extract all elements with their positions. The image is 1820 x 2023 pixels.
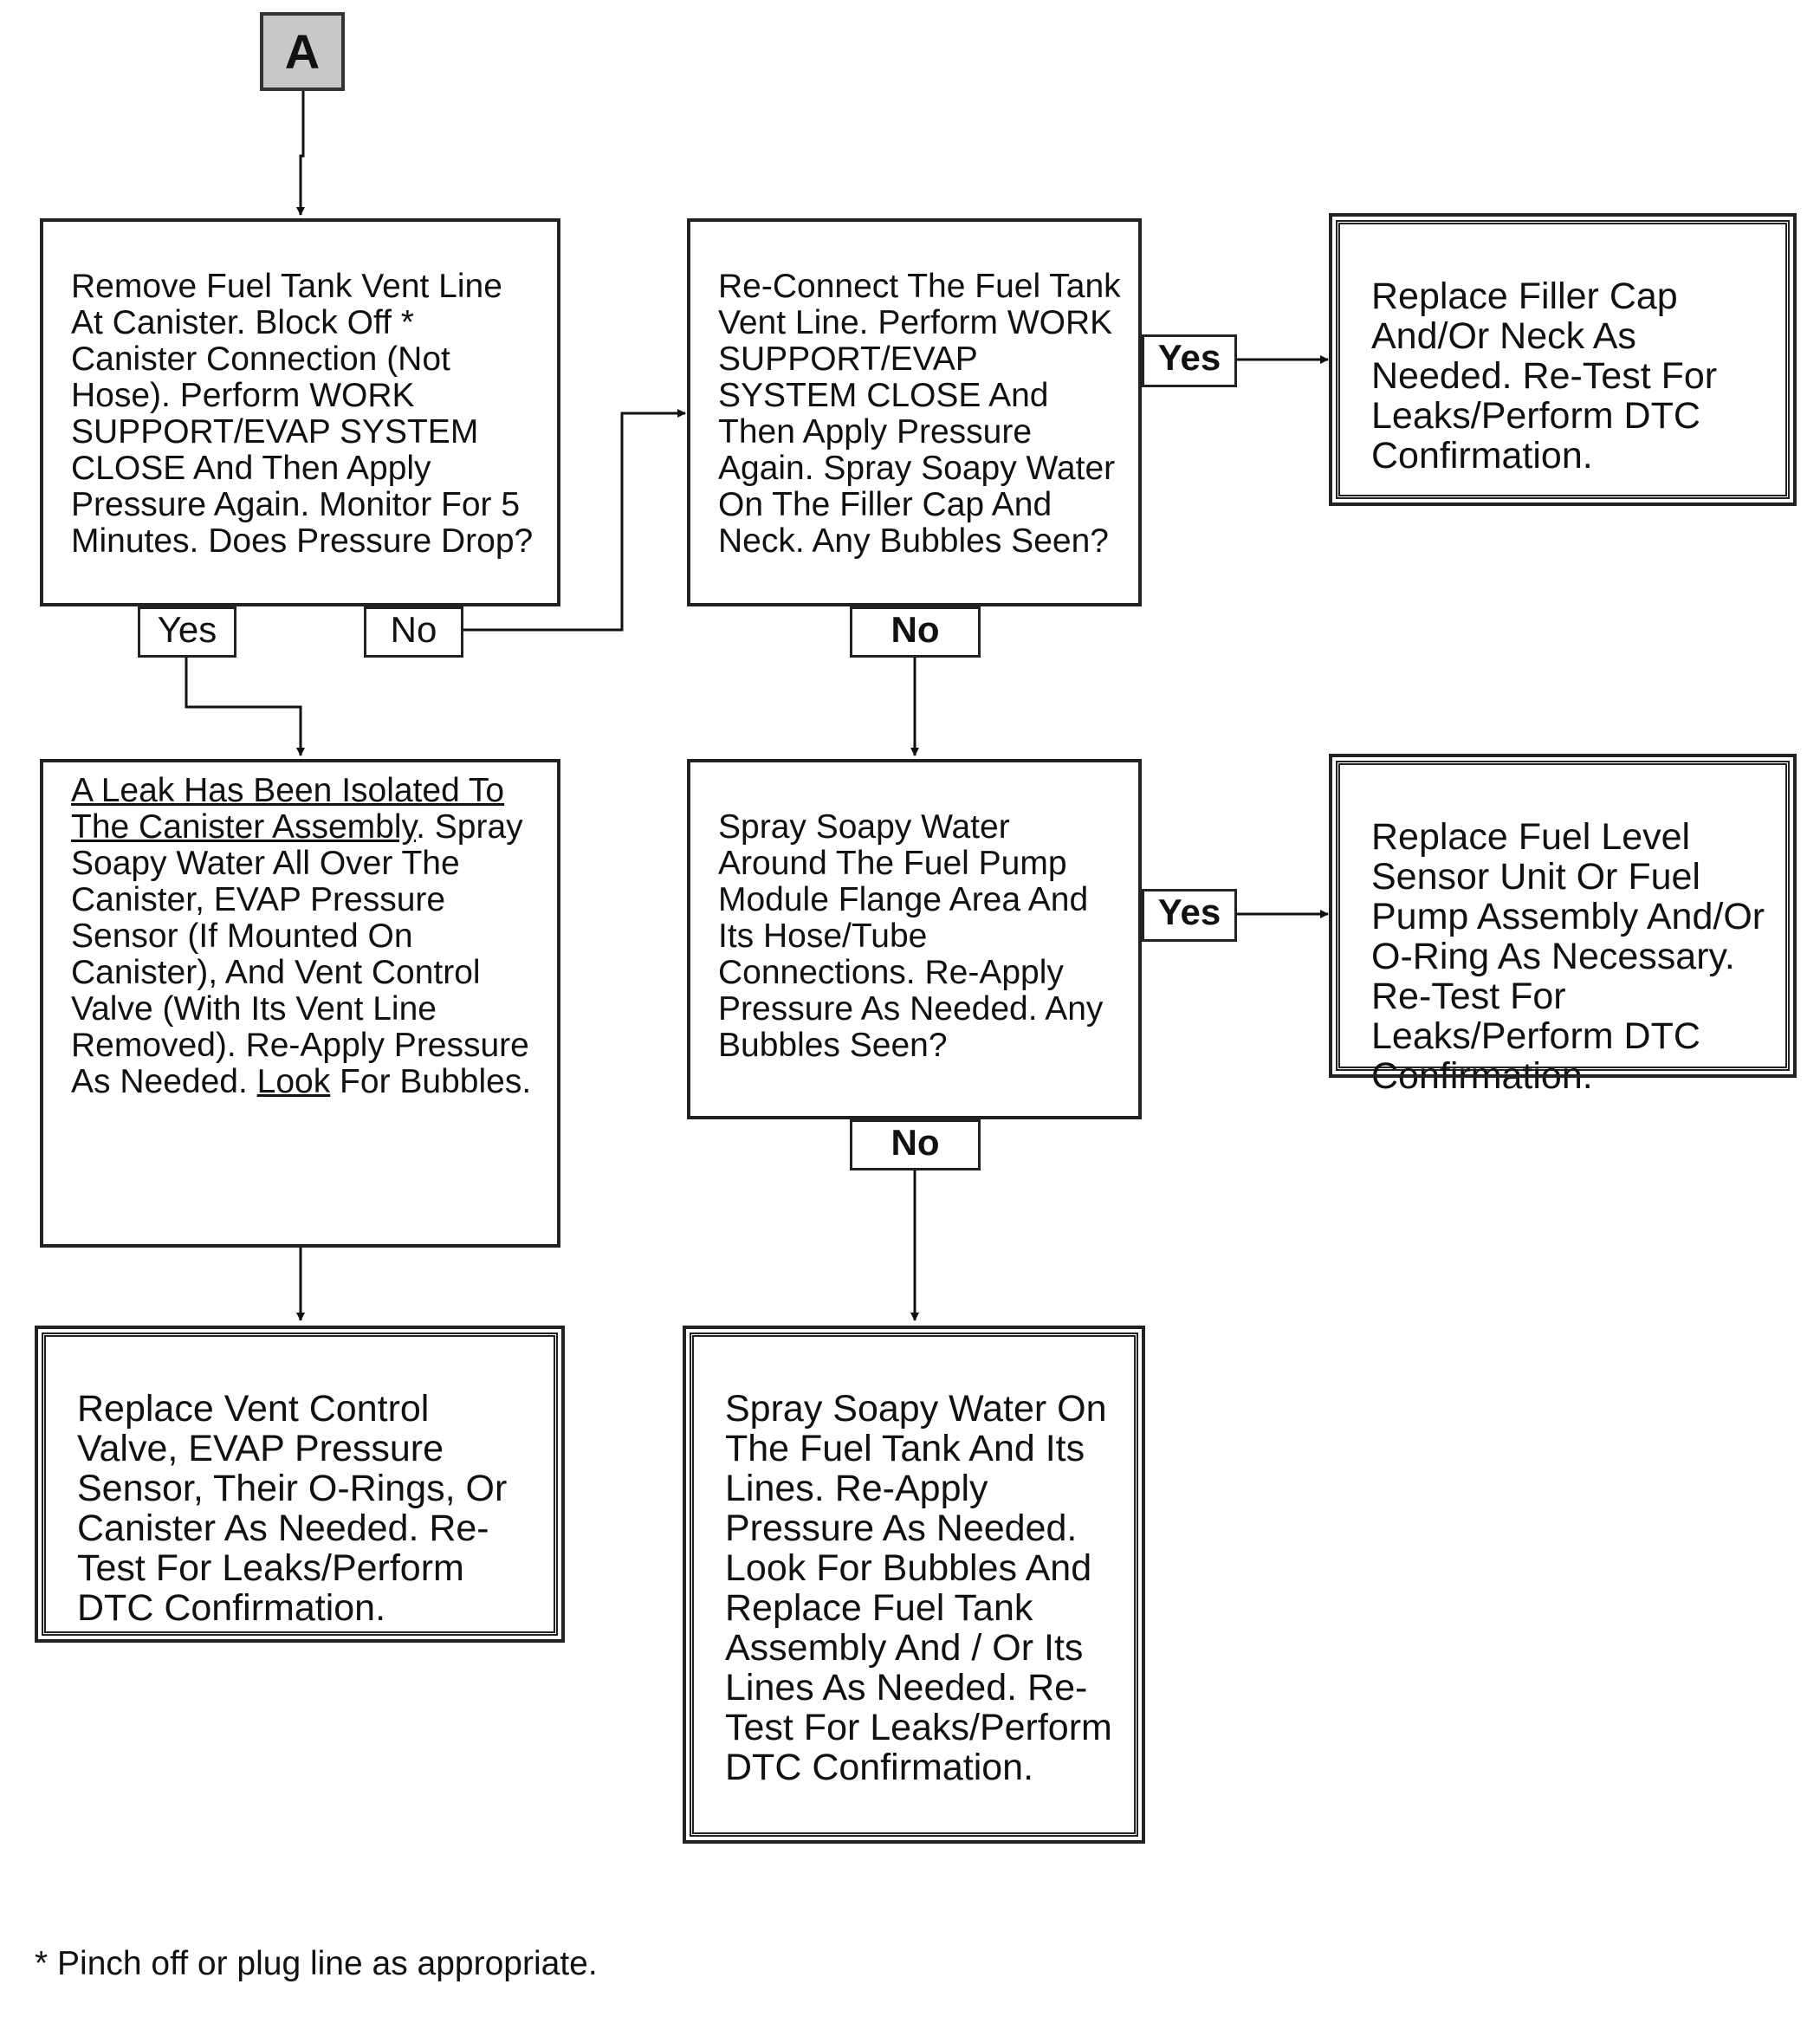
label-yes-1: Yes [138, 606, 236, 658]
arrow-no-to-step2 [463, 409, 686, 632]
result-replace-vent-control-valve-text: Replace Vent Control Valve, EVAP Pressur… [77, 1388, 508, 1629]
step-spray-pump-flange-text: Spray Soapy Water Around The Fuel Pump M… [718, 808, 1104, 1064]
result-spray-fuel-tank-text: Spray Soapy Water On The Fuel Tank And I… [725, 1388, 1112, 1788]
label-yes-1-text: Yes [157, 609, 217, 650]
step-reconnect-vent-line-text: Re-Connect The Fuel Tank Vent Line. Perf… [718, 268, 1121, 560]
arrow-a-to-step1 [296, 91, 305, 216]
label-no-2-text: No [891, 609, 940, 650]
step-leak-isolated-underline: A Leak Has Been Isolated To The Canister… [71, 772, 505, 846]
label-yes-3: Yes [1142, 889, 1237, 942]
result-replace-fuel-level-sensor-text: Replace Fuel Level Sensor Unit Or Fuel P… [1371, 816, 1765, 1097]
label-yes-3-text: Yes [1157, 892, 1221, 932]
step-leak-look-underline: Look [256, 1063, 331, 1100]
step-remove-vent-line: Remove Fuel Tank Vent Line At Canister. … [40, 218, 560, 606]
footnote-text: * Pinch off or plug line as appropriate. [35, 1945, 598, 1982]
label-yes-2: Yes [1142, 334, 1237, 387]
step-leak-isolated-text: . Spray Soapy Water All Over The Caniste… [71, 808, 529, 1100]
step-leak-isolated-canister: A Leak Has Been Isolated To The Canister… [40, 759, 560, 1248]
result-spray-fuel-tank: Spray Soapy Water On The Fuel Tank And I… [683, 1326, 1145, 1844]
result-replace-filler-cap: Replace Filler Cap And/Or Neck As Needed… [1329, 213, 1797, 506]
arrow-yes-to-step4 [185, 658, 305, 756]
label-yes-2-text: Yes [1157, 337, 1221, 378]
label-no-3: No [850, 1119, 981, 1170]
step-remove-vent-line-text: Remove Fuel Tank Vent Line At Canister. … [71, 268, 534, 560]
label-no-1-text: No [390, 609, 437, 650]
step-spray-pump-flange: Spray Soapy Water Around The Fuel Pump M… [687, 759, 1142, 1119]
footnote: * Pinch off or plug line as appropriate. [35, 1945, 598, 1983]
start-label: A [284, 24, 321, 79]
step-reconnect-vent-line: Re-Connect The Fuel Tank Vent Line. Perf… [687, 218, 1142, 606]
start-connector-a: A [260, 12, 345, 91]
label-no-1: No [364, 606, 463, 658]
result-replace-vent-control-valve: Replace Vent Control Valve, EVAP Pressur… [35, 1326, 565, 1643]
result-replace-fuel-level-sensor: Replace Fuel Level Sensor Unit Or Fuel P… [1329, 754, 1797, 1096]
label-no-2: No [850, 606, 981, 658]
label-no-3-text: No [891, 1122, 940, 1163]
step-leak-isolated-end: For Bubbles. [330, 1063, 532, 1100]
result-replace-filler-cap-text: Replace Filler Cap And/Or Neck As Needed… [1371, 276, 1718, 477]
